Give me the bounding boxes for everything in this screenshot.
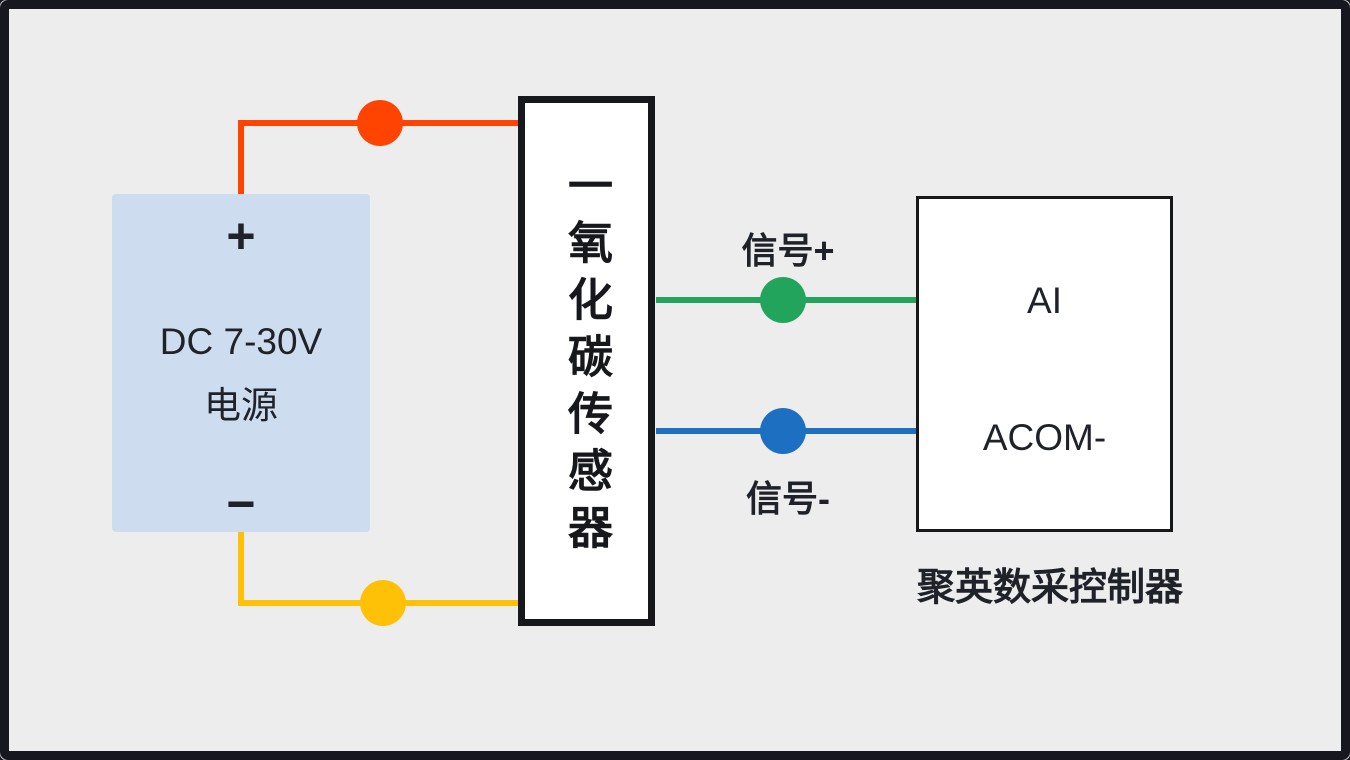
power-positive-junction-dot [357, 100, 403, 146]
power-negative-terminal-label: − [226, 476, 256, 532]
signal-minus-label: 信号- [746, 478, 830, 519]
power-negative-junction-dot [360, 580, 406, 626]
power-supply-name-label: 电源 [204, 385, 278, 426]
signal-minus-junction-dot [760, 408, 806, 454]
power-negative-wire [238, 531, 519, 606]
co-sensor-box: 一氧化碳传感器 [518, 96, 655, 626]
signal-plus-junction-dot [760, 277, 806, 323]
signal-plus-label: 信号+ [741, 230, 835, 271]
power-positive-terminal-label: + [226, 208, 256, 264]
controller-box: AI ACOM- [916, 196, 1173, 532]
controller-caption: 聚英数采控制器 [916, 567, 1183, 609]
power-positive-wire [238, 120, 519, 196]
co-sensor-label: 一氧化碳传感器 [561, 161, 612, 561]
controller-terminal-ai: AI [1027, 280, 1062, 321]
power-supply-voltage-label: DC 7-30V [159, 321, 323, 362]
power-supply-box: + DC 7-30V 电源 − [112, 194, 370, 532]
controller-terminal-acom: ACOM- [982, 417, 1107, 458]
